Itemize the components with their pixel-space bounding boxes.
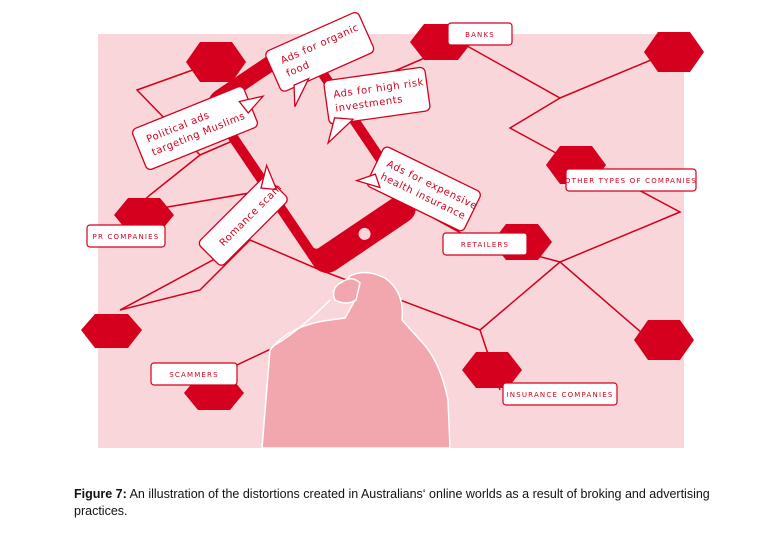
label-other-companies: OTHER TYPES OF COMPANIES <box>565 168 697 192</box>
label-banks: BANKS <box>447 22 513 46</box>
bubble-high-risk: Ads for high risk investments <box>323 66 431 146</box>
label-other-text: OTHER TYPES OF COMPANIES <box>565 177 697 185</box>
person-figure <box>261 271 451 449</box>
label-pr-companies: PR COMPANIES <box>86 224 166 248</box>
illustration: BANKS OTHER TYPES OF COMPANIES PR COMPAN… <box>81 11 704 449</box>
label-pr-text: PR COMPANIES <box>93 233 160 241</box>
label-insurance-text: INSURANCE COMPANIES <box>507 391 614 399</box>
hexagon-node <box>81 314 142 348</box>
label-retailers-text: RETAILERS <box>461 241 509 249</box>
hexagon-node <box>462 352 522 388</box>
figure-caption: Figure 7: An illustration of the distort… <box>74 486 724 520</box>
label-scammers-text: SCAMMERS <box>169 371 219 379</box>
label-retailers: RETAILERS <box>442 232 528 256</box>
label-insurance-companies: INSURANCE COMPANIES <box>502 382 618 406</box>
hexagon-node <box>186 42 246 82</box>
label-banks-text: BANKS <box>465 31 495 39</box>
hexagon-node <box>634 320 694 360</box>
bubble-organic-food: Ads for organic food <box>265 11 375 107</box>
label-scammers: SCAMMERS <box>150 362 238 386</box>
hexagon-node <box>644 32 704 72</box>
hexagon-node <box>114 198 174 232</box>
caption-text: An illustration of the distortions creat… <box>74 487 710 518</box>
caption-label: Figure 7: <box>74 487 127 501</box>
